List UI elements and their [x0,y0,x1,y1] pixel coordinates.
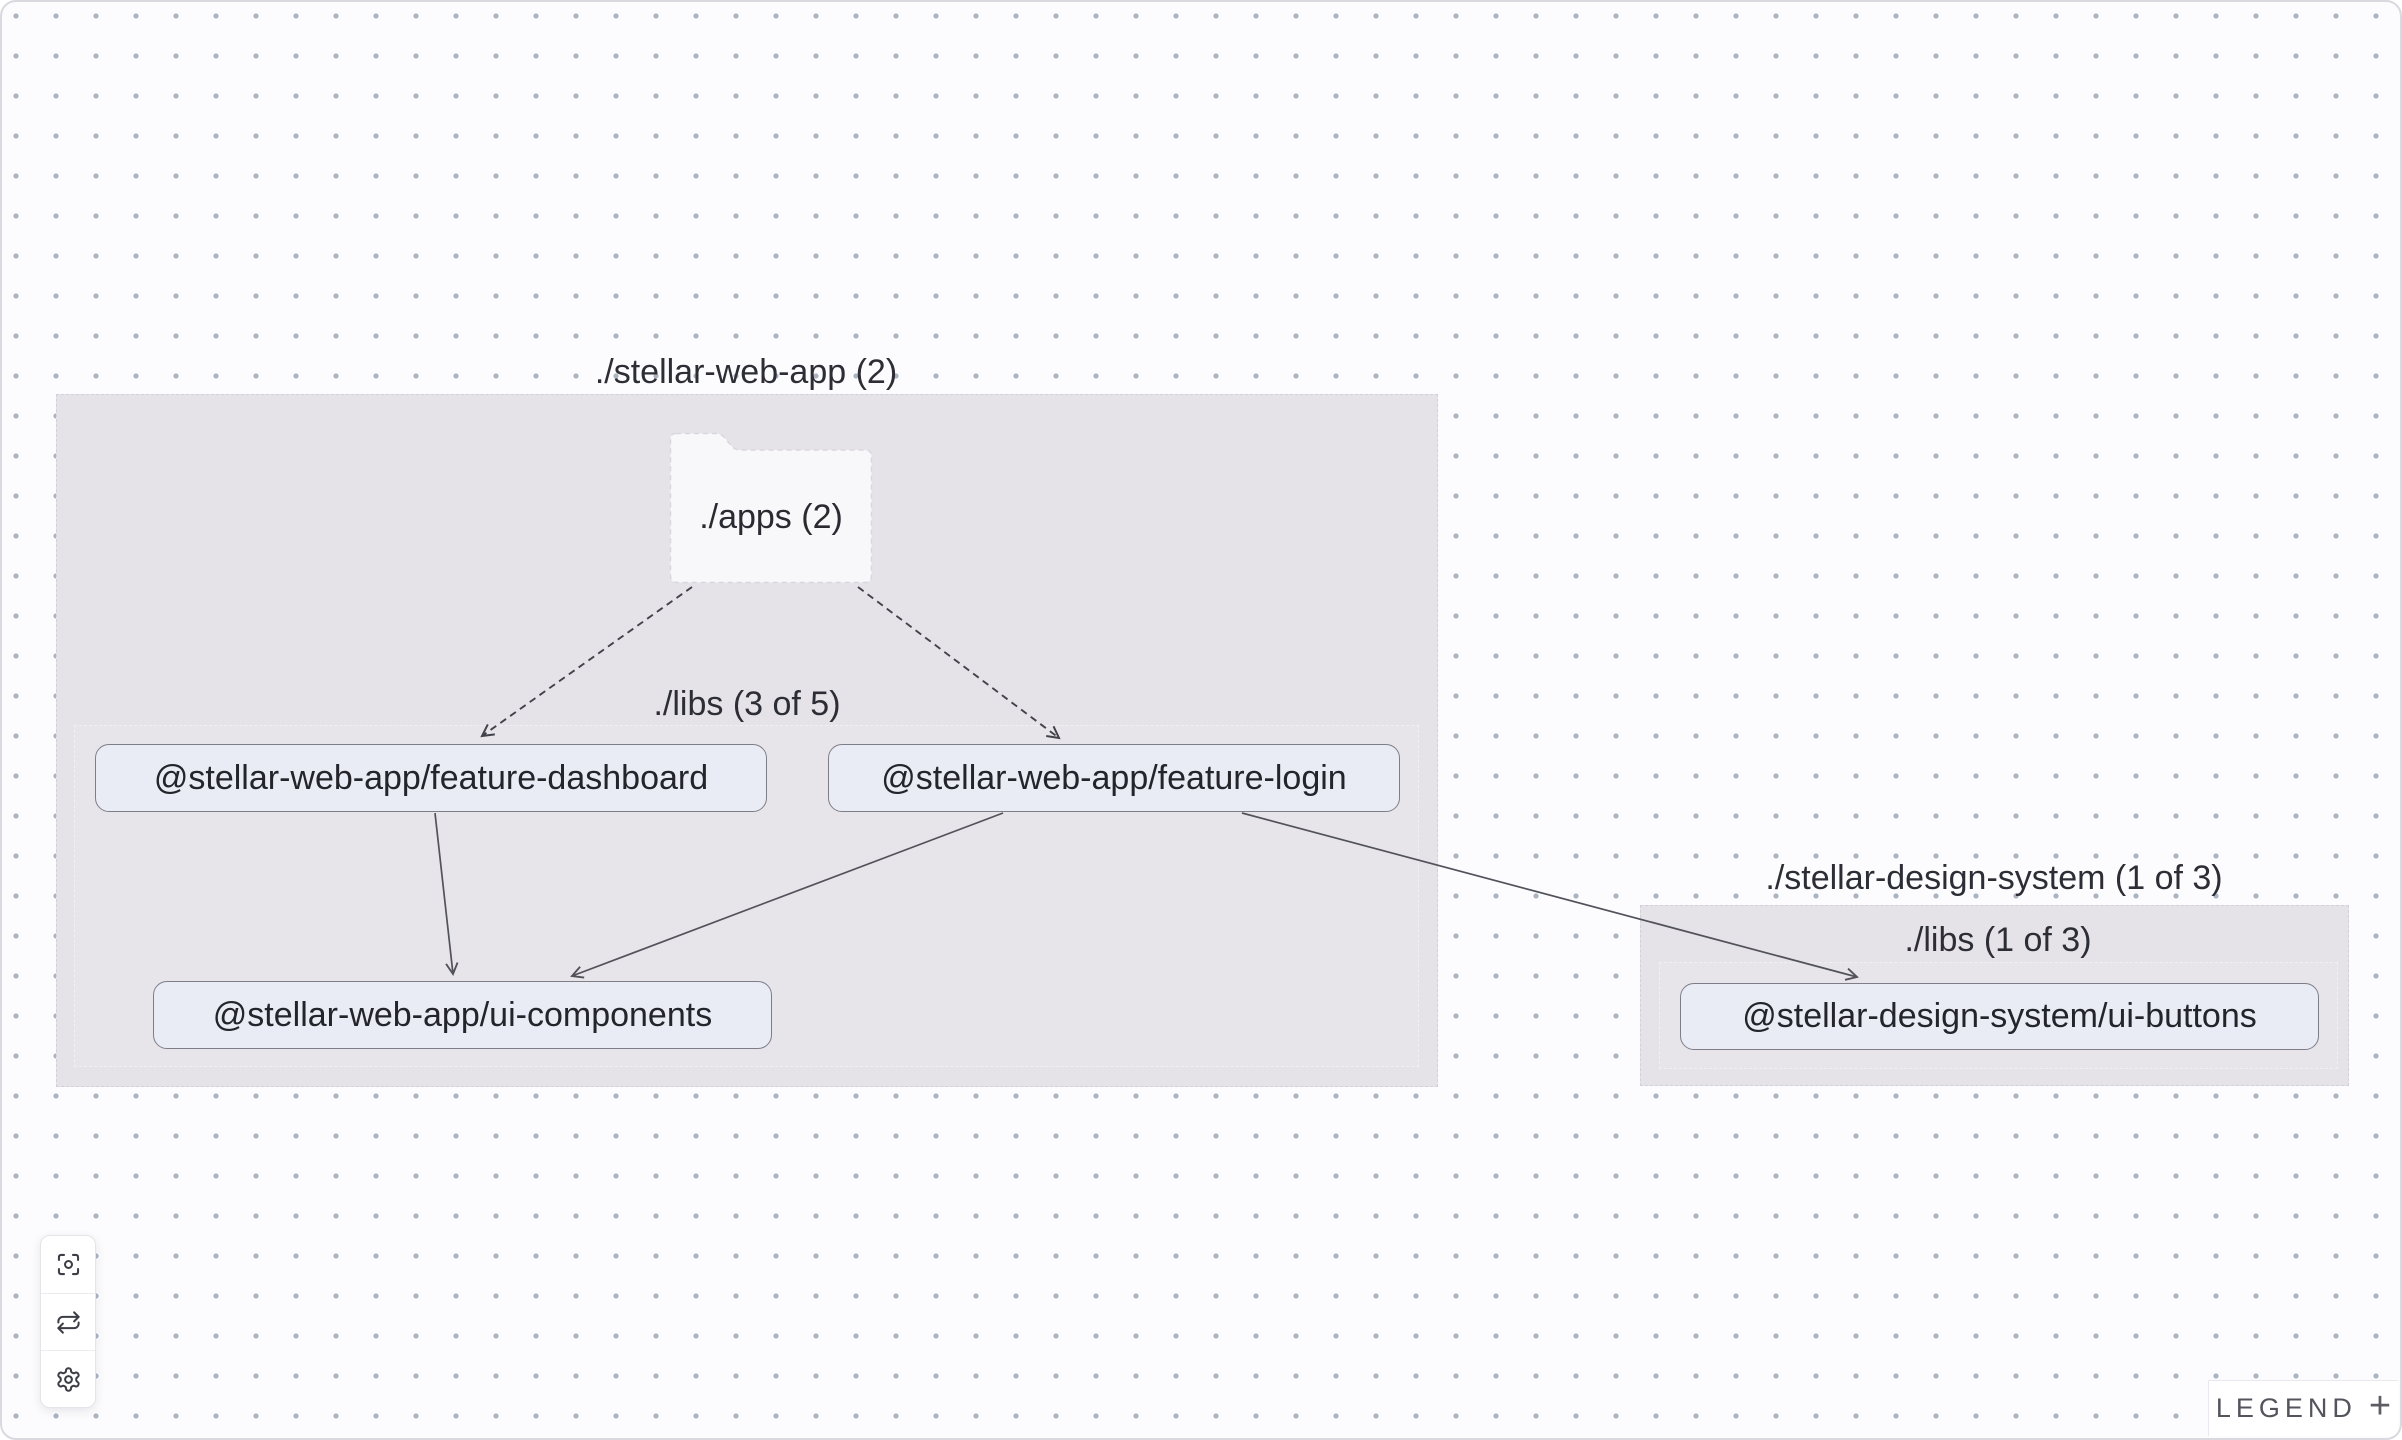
node-feature-login-label: @stellar-web-app/feature-login [881,758,1347,797]
node-feature-login[interactable]: @stellar-web-app/feature-login [828,744,1400,812]
graph-toolbar [40,1235,96,1408]
refresh-icon [56,1310,80,1334]
node-ui-components[interactable]: @stellar-web-app/ui-components [153,981,772,1049]
legend-label: LEGEND [2215,1393,2357,1423]
gear-icon [56,1366,80,1392]
group-stellar-design-system-label: ./stellar-design-system (1 of 3) [1765,859,2223,897]
group-stellar-web-app-label: ./stellar-web-app (2) [594,353,898,391]
focus-icon [57,1253,79,1276]
node-feature-dashboard[interactable]: @stellar-web-app/feature-dashboard [95,744,767,812]
subgroup-stellar-design-system-libs-label: ./libs (1 of 3) [1904,921,2092,959]
legend-toggle[interactable]: LEGEND + [2208,1380,2398,1436]
edge-feature-login-to-ui-components[interactable] [570,812,1004,979]
node-ui-buttons-label: @stellar-design-system/ui-buttons [1742,997,2257,1035]
node-ui-components-label: @stellar-web-app/ui-components [212,995,713,1034]
node-feature-dashboard-label: @stellar-web-app/feature-dashboard [153,758,709,797]
edge-apps-to-feature-login[interactable] [857,586,1061,740]
plus-icon: + [2368,1385,2392,1427]
node-ui-buttons[interactable]: @stellar-design-system/ui-buttons [1680,983,2319,1050]
folder-icon [669,432,873,584]
refresh-graph-button[interactable] [41,1293,95,1350]
center-graph-button[interactable] [41,1236,95,1293]
settings-button[interactable] [41,1350,95,1407]
folder-node-apps[interactable]: ./apps (2) [668,431,874,585]
edge-feature-dashboard-to-ui-components[interactable] [434,812,459,976]
subgroup-stellar-web-app-libs-label: ./libs (3 of 5) [653,685,841,723]
edge-feature-login-to-ui-buttons[interactable] [1241,812,1859,981]
edge-apps-to-feature-dashboard[interactable] [480,586,693,738]
folder-node-apps-label: ./apps (2) [699,498,843,536]
